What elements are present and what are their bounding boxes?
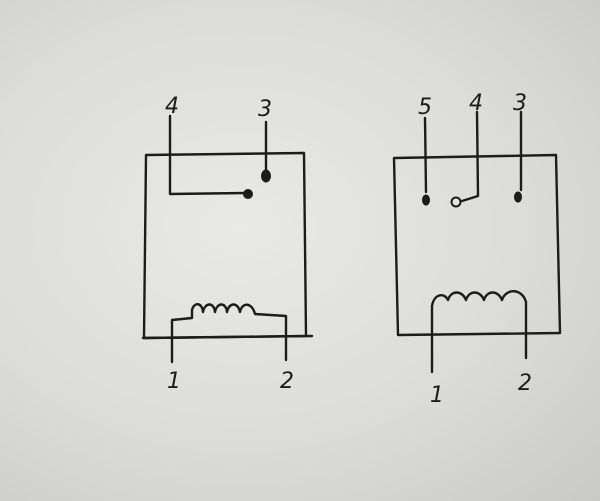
left-relay-pin-4-label: 4 — [165, 94, 179, 119]
right-relay-pin-1-label: 1 — [430, 383, 444, 408]
right-relay-pin-2-label: 2 — [518, 371, 532, 396]
right-relay-pin-3-label: 3 — [513, 91, 527, 116]
right-relay-common-contact — [450, 196, 462, 208]
right-relay-no-contact — [514, 191, 522, 203]
left-relay-pin-1-label: 1 — [167, 369, 181, 394]
right-relay-coil — [430, 290, 528, 374]
right-relay-box — [392, 153, 562, 337]
right-relay-pin-5-lead — [423, 116, 428, 194]
right-relay-pin-4-label: 4 — [469, 91, 483, 116]
left-relay: 4 3 1 2 — [141, 94, 314, 394]
left-relay-pin-4-lead — [168, 114, 248, 196]
left-relay-pin-2-label: 2 — [280, 369, 294, 394]
left-relay-fixed-contact — [261, 169, 271, 183]
right-relay-nc-contact — [422, 194, 430, 206]
left-relay-coil — [170, 303, 288, 364]
left-relay-pin-3-label: 3 — [258, 97, 272, 122]
right-relay-pin-4-lead — [460, 110, 480, 203]
left-relay-common-contact — [243, 189, 253, 199]
right-relay-pin-5-label: 5 — [418, 95, 432, 120]
right-relay: 5 4 3 1 2 — [392, 91, 562, 408]
left-relay-box — [142, 151, 308, 340]
